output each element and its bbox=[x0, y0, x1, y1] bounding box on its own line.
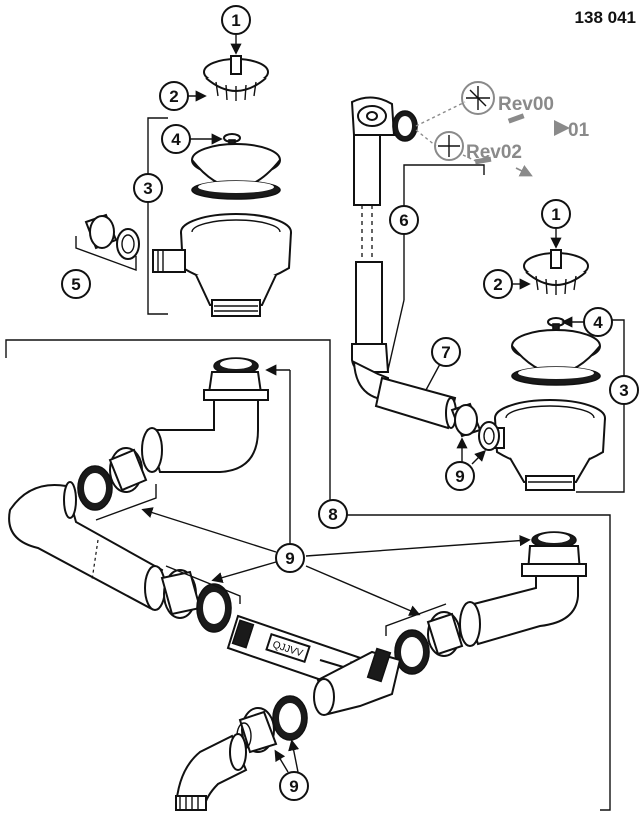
callout-7: 7 bbox=[431, 337, 461, 367]
bracket-8-right bbox=[346, 514, 611, 811]
callout-2-left: 2 bbox=[159, 81, 189, 111]
rev01-label: 01 bbox=[568, 120, 590, 141]
right-trap-elbow bbox=[459, 531, 587, 647]
bracket-9-upper-left bbox=[95, 484, 157, 521]
svg-text:6: 6 bbox=[399, 211, 408, 230]
svg-text:8: 8 bbox=[328, 505, 337, 524]
bracket-8-left bbox=[5, 339, 331, 508]
leader-lines bbox=[141, 35, 584, 773]
drain-body-left bbox=[152, 213, 292, 317]
callout-8: 8 bbox=[318, 499, 348, 529]
rev00-plate bbox=[461, 81, 525, 124]
part-number: 138 041 bbox=[574, 8, 636, 27]
svg-text:3: 3 bbox=[619, 381, 628, 400]
svg-text:9: 9 bbox=[289, 777, 298, 796]
callout-9-upper-right: 9 bbox=[445, 461, 475, 491]
strainer-basket-right bbox=[523, 249, 589, 295]
overflow-tube-lower bbox=[355, 261, 383, 345]
sink-flange-right bbox=[511, 329, 601, 386]
sink-flange-left bbox=[191, 143, 281, 200]
rev00-label: Rev00 bbox=[498, 94, 554, 115]
rev02-label: Rev02 bbox=[466, 142, 522, 163]
callout-9-center: 9 bbox=[275, 543, 305, 573]
rev02-plate bbox=[434, 131, 492, 165]
left-strainer-assembly bbox=[75, 55, 292, 317]
left-trap-elbow bbox=[141, 357, 269, 473]
callout-4-right: 4 bbox=[583, 307, 613, 337]
bracket-9-middle bbox=[165, 565, 241, 604]
overflow-head bbox=[350, 96, 396, 136]
nut-washer-right bbox=[450, 402, 500, 451]
revision-variants: Rev00 01 Rev02 bbox=[415, 81, 590, 177]
callout-5: 5 bbox=[61, 269, 91, 299]
svg-text:9: 9 bbox=[455, 467, 464, 486]
outlet-elbow bbox=[174, 733, 248, 811]
overflow-connector bbox=[374, 376, 457, 430]
callout-1-right: 1 bbox=[541, 199, 571, 229]
nut-washer-left bbox=[84, 213, 140, 260]
svg-text:7: 7 bbox=[441, 343, 450, 362]
svg-text:2: 2 bbox=[169, 87, 178, 106]
callout-3-right: 3 bbox=[609, 375, 639, 405]
svg-text:4: 4 bbox=[171, 130, 181, 149]
callout-2-right: 2 bbox=[483, 269, 513, 299]
callout-6: 6 bbox=[389, 205, 419, 235]
bracket-6 bbox=[403, 164, 485, 300]
nut-seal-upper-left bbox=[77, 447, 148, 511]
left-long-pipe bbox=[8, 481, 166, 611]
callout-9-bottom: 9 bbox=[279, 771, 309, 801]
strainer-basket-left bbox=[203, 55, 269, 101]
svg-text:2: 2 bbox=[493, 275, 502, 294]
callout-4-left: 4 bbox=[161, 124, 191, 154]
bracket-3-right bbox=[576, 319, 625, 493]
callout-3-left: 3 bbox=[133, 173, 163, 203]
svg-text:5: 5 bbox=[71, 275, 80, 294]
svg-text:3: 3 bbox=[143, 179, 152, 198]
svg-text:9: 9 bbox=[285, 549, 294, 568]
bracket-9-right bbox=[385, 603, 447, 636]
bracket-5 bbox=[75, 236, 137, 272]
nut-seal-middle bbox=[160, 569, 232, 633]
svg-text:4: 4 bbox=[593, 313, 603, 332]
right-strainer-assembly bbox=[450, 249, 625, 493]
drain-body-right bbox=[485, 399, 606, 491]
lower-pipe-assembly: QJJVV bbox=[5, 339, 611, 811]
nut-seal-right bbox=[394, 611, 464, 675]
tee-pipe bbox=[313, 647, 402, 716]
overflow-assembly bbox=[350, 96, 485, 430]
nut-seal-lower bbox=[236, 695, 308, 754]
svg-text:1: 1 bbox=[231, 11, 240, 30]
overflow-tube-upper bbox=[353, 134, 381, 206]
callout-1-top: 1 bbox=[221, 5, 251, 35]
bracket-3-left bbox=[147, 117, 168, 315]
svg-text:1: 1 bbox=[551, 205, 560, 224]
